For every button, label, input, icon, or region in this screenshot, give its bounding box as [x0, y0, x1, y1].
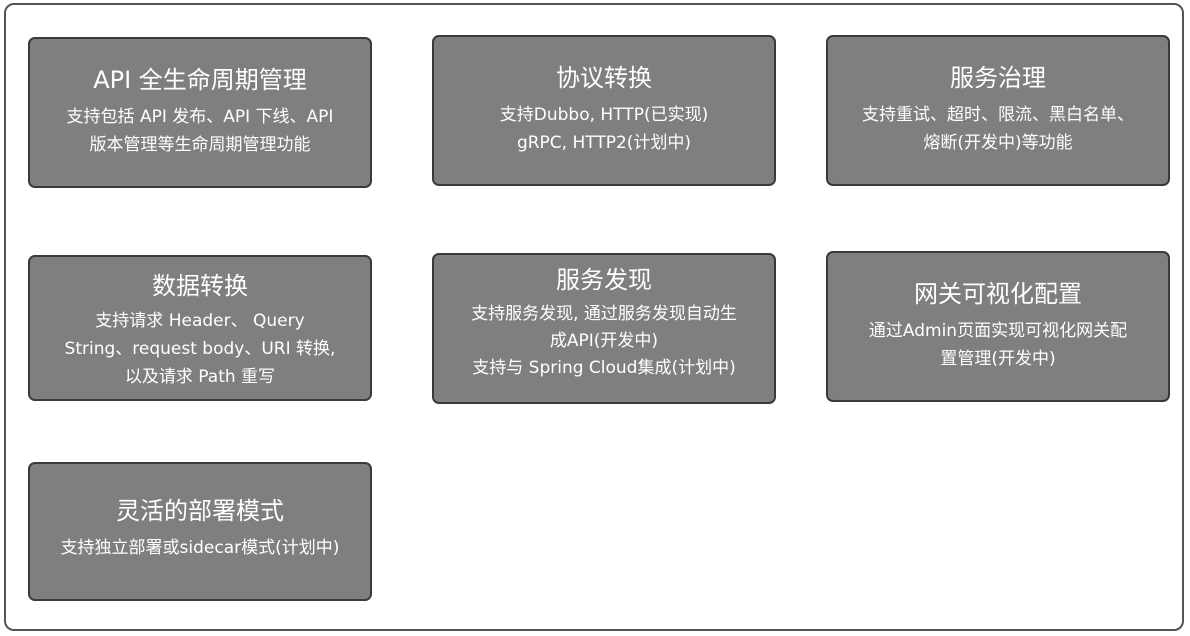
- feature-card-visual-config: 网关可视化配置 通过Admin页面实现可视化网关配 置管理(开发中): [826, 251, 1170, 402]
- feature-card-api-lifecycle: API 全生命周期管理 支持包括 API 发布、API 下线、API 版本管理等…: [28, 37, 372, 188]
- card-desc-line: 支持重试、超时、限流、黑白名单、: [862, 105, 1134, 125]
- card-title: 数据转换: [152, 272, 248, 300]
- card-desc-line: 成API(开发中): [549, 331, 659, 351]
- card-desc-line: 以及请求 Path 重写: [124, 367, 276, 387]
- card-desc-line: 支持与 Spring Cloud集成(计划中): [472, 358, 736, 378]
- card-desc-line: 支持服务发现, 通过服务发现自动生: [471, 304, 737, 324]
- card-description: 支持Dubbo, HTTP(已实现) gRPC, HTTP2(计划中): [490, 101, 718, 157]
- card-desc-line: 支持独立部署或sidecar模式(计划中): [60, 538, 340, 558]
- card-desc-line: gRPC, HTTP2(计划中): [516, 133, 692, 153]
- card-title: 网关可视化配置: [914, 280, 1082, 308]
- diagram-frame: API 全生命周期管理 支持包括 API 发布、API 下线、API 版本管理等…: [4, 3, 1184, 631]
- card-description: 通过Admin页面实现可视化网关配 置管理(开发中): [859, 317, 1137, 373]
- card-description: 支持独立部署或sidecar模式(计划中): [51, 534, 350, 562]
- card-desc-line: 支持Dubbo, HTTP(已实现): [499, 105, 709, 125]
- card-description: 支持重试、超时、限流、黑白名单、 熔断(开发中)等功能: [852, 101, 1144, 157]
- card-title: API 全生命周期管理: [93, 66, 307, 94]
- card-description: 支持包括 API 发布、API 下线、API 版本管理等生命周期管理功能: [57, 103, 344, 159]
- card-desc-line: 版本管理等生命周期管理功能: [89, 135, 311, 155]
- card-desc-line: 熔断(开发中)等功能: [923, 133, 1073, 153]
- card-desc-line: 支持请求 Header、 Query: [95, 311, 305, 331]
- card-description: 支持服务发现, 通过服务发现自动生 成API(开发中) 支持与 Spring C…: [461, 301, 747, 382]
- feature-card-deployment-mode: 灵活的部署模式 支持独立部署或sidecar模式(计划中): [28, 462, 372, 601]
- card-title: 灵活的部署模式: [116, 497, 284, 525]
- card-desc-line: 置管理(开发中): [940, 349, 1056, 369]
- card-desc-line: String、request body、URI 转换,: [64, 339, 336, 359]
- card-desc-line: 通过Admin页面实现可视化网关配: [868, 321, 1128, 341]
- feature-card-protocol-conversion: 协议转换 支持Dubbo, HTTP(已实现) gRPC, HTTP2(计划中): [432, 35, 776, 186]
- card-desc-line: 支持包括 API 发布、API 下线、API: [66, 107, 334, 127]
- feature-card-service-governance: 服务治理 支持重试、超时、限流、黑白名单、 熔断(开发中)等功能: [826, 35, 1170, 186]
- card-title: 服务治理: [950, 64, 1046, 92]
- feature-card-data-conversion: 数据转换 支持请求 Header、 Query String、request b…: [28, 255, 372, 401]
- card-title: 服务发现: [556, 266, 652, 294]
- card-title: 协议转换: [556, 64, 652, 92]
- card-description: 支持请求 Header、 Query String、request body、U…: [55, 307, 346, 391]
- feature-card-service-discovery: 服务发现 支持服务发现, 通过服务发现自动生 成API(开发中) 支持与 Spr…: [432, 253, 776, 404]
